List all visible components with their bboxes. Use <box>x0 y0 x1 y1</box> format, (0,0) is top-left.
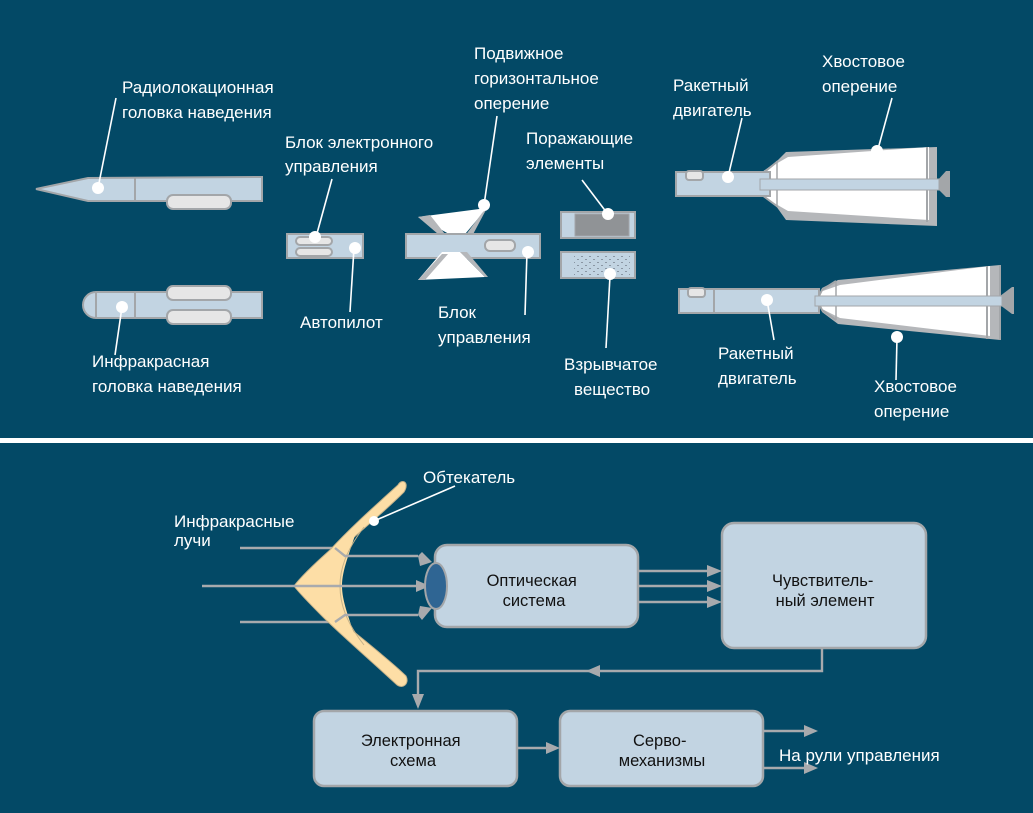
label-rocket-engine-top: Ракетный двигатель <box>673 76 753 120</box>
optical-lens-icon <box>424 562 448 610</box>
fairing-marker <box>369 516 379 526</box>
label-movable-horizontal-fin: Подвижное горизонтальное оперение <box>474 44 604 113</box>
box-sensitive-element <box>720 521 928 650</box>
electronic-control-unit-marker <box>309 231 321 243</box>
damaging-elements-marker <box>602 208 614 220</box>
label-control-unit: Блок управления <box>438 303 531 347</box>
damaging-elements-fill <box>574 213 630 237</box>
label-ir-seeker: Инфракрасная головка наведения <box>92 352 242 396</box>
label-damaging-elements: Поражающие элементы <box>526 129 638 173</box>
tail-fin-top-marker <box>871 145 883 157</box>
control-unit-body <box>405 233 541 259</box>
rocket-engine-top: Ракетный двигатель Хвостовое оперение <box>673 52 950 226</box>
panel-divider <box>0 438 1033 443</box>
ir-seeker-section: Инфракрасная головка наведения <box>82 285 263 396</box>
warhead-section: Поражающие элементы Взрывчатое вещество <box>526 129 662 399</box>
bottom-panel: Обтекатель Инфракрасные лучи Оптическая … <box>174 468 940 788</box>
radar-seeker-marker <box>92 182 104 194</box>
control-unit-section: Подвижное горизонтальное оперение Блок у… <box>405 44 604 347</box>
label-radar-seeker: Радиолокационная головка наведения <box>122 78 278 122</box>
autopilot-marker <box>349 242 361 254</box>
radar-seeker-pill <box>166 194 232 210</box>
ir-seeker-marker <box>116 301 128 313</box>
box-servomechanisms <box>558 709 765 788</box>
label-rocket-engine-bottom: Ракетный двигатель <box>718 344 798 388</box>
ir-ray-middle-arrow <box>416 580 430 592</box>
label-tail-fin-top: Хвостовое оперение <box>822 52 910 96</box>
label-electronic-control-unit: Блок электронного управления <box>285 133 438 176</box>
label-explosive: Взрывчатое вещество <box>564 355 662 399</box>
explosive-fill <box>574 254 630 276</box>
label-autopilot: Автопилот <box>300 313 383 332</box>
label-tail-fin-bottom: Хвостовое оперение <box>874 377 962 421</box>
radar-seeker-section: Радиолокационная головка наведения <box>35 78 278 210</box>
rocket-engine-bottom: Ракетный двигатель Хвостовое оперение <box>678 265 1014 421</box>
explosive-marker <box>604 268 616 280</box>
label-output-to-rudders: На рули управления <box>779 746 940 765</box>
box-sensitive-element-label: Чувствитель- ный элемент <box>772 572 878 610</box>
autopilot-section: Блок электронного управления Автопилот <box>285 133 438 332</box>
tail-fin-bottom-marker <box>891 331 903 343</box>
movable-fin-lower <box>418 252 485 280</box>
rocket-engine-top-marker <box>722 171 734 183</box>
rocket-engine-bottom-marker <box>761 294 773 306</box>
movable-fin-marker <box>478 199 490 211</box>
box-servomechanisms-label: Серво- механизмы <box>619 732 706 770</box>
control-unit-marker <box>522 246 534 258</box>
top-panel: Радиолокационная головка наведения Инфра… <box>35 44 1014 421</box>
label-ir-rays: Инфракрасные лучи <box>174 512 299 550</box>
box-electronic-circuit-label: Электронная схема <box>361 732 465 770</box>
label-fairing: Обтекатель <box>423 468 515 487</box>
movable-fin-upper <box>418 208 487 240</box>
box-optical-system-label: Оптическая система <box>487 572 582 610</box>
